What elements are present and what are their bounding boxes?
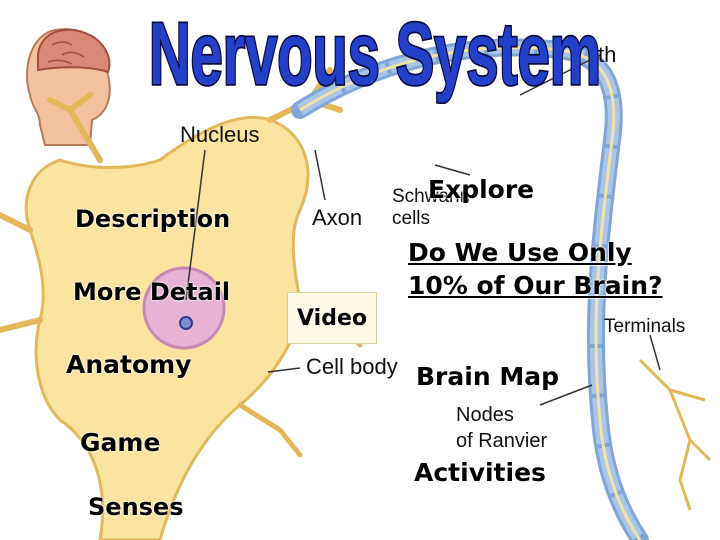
explore-link[interactable]: Explore: [428, 175, 535, 204]
slide-title: Nervous System: [147, 2, 603, 104]
brain-10-line1: Do We Use Only: [408, 238, 632, 267]
axon-shape: [291, 38, 649, 540]
activities-link[interactable]: Activities: [414, 458, 546, 487]
pointer-lines: [185, 54, 661, 406]
description-link[interactable]: Description: [75, 205, 231, 233]
schwann-label-line1: Schwann: [392, 186, 471, 207]
myelin-label-fragment: th: [598, 42, 617, 67]
brain-10-percent-link[interactable]: Do We Use Only 10% of Our Brain?: [408, 236, 663, 302]
nucleus-shape: [142, 266, 226, 350]
brain-10-line2: 10% of Our Brain?: [408, 271, 663, 300]
nodes-label-line2: of Ranvier: [456, 430, 548, 452]
game-link[interactable]: Game: [80, 428, 161, 457]
terminals-shape: [638, 358, 712, 511]
brain-map-link[interactable]: Brain Map: [416, 362, 559, 391]
schwann-label-line2: cells: [392, 208, 431, 229]
nucleus-label: Nucleus: [180, 122, 260, 147]
schwann-cells-label: Schwann cells: [392, 186, 470, 230]
axon-label: Axon: [312, 205, 363, 230]
slide-title-text: Nervous System: [149, 4, 601, 103]
senses-link[interactable]: Senses: [88, 493, 184, 521]
video-button[interactable]: Video: [287, 292, 377, 344]
head-icon: [26, 28, 111, 146]
anatomy-link[interactable]: Anatomy: [66, 350, 192, 379]
terminals-label: Terminals: [604, 316, 686, 337]
more-detail-link[interactable]: More Detail: [73, 278, 231, 306]
nodes-label-line1: Nodes: [456, 404, 514, 426]
nodes-of-ranvier-label: Nodes of Ranvier: [456, 402, 547, 454]
cell-body-label: Cell body: [306, 354, 398, 379]
